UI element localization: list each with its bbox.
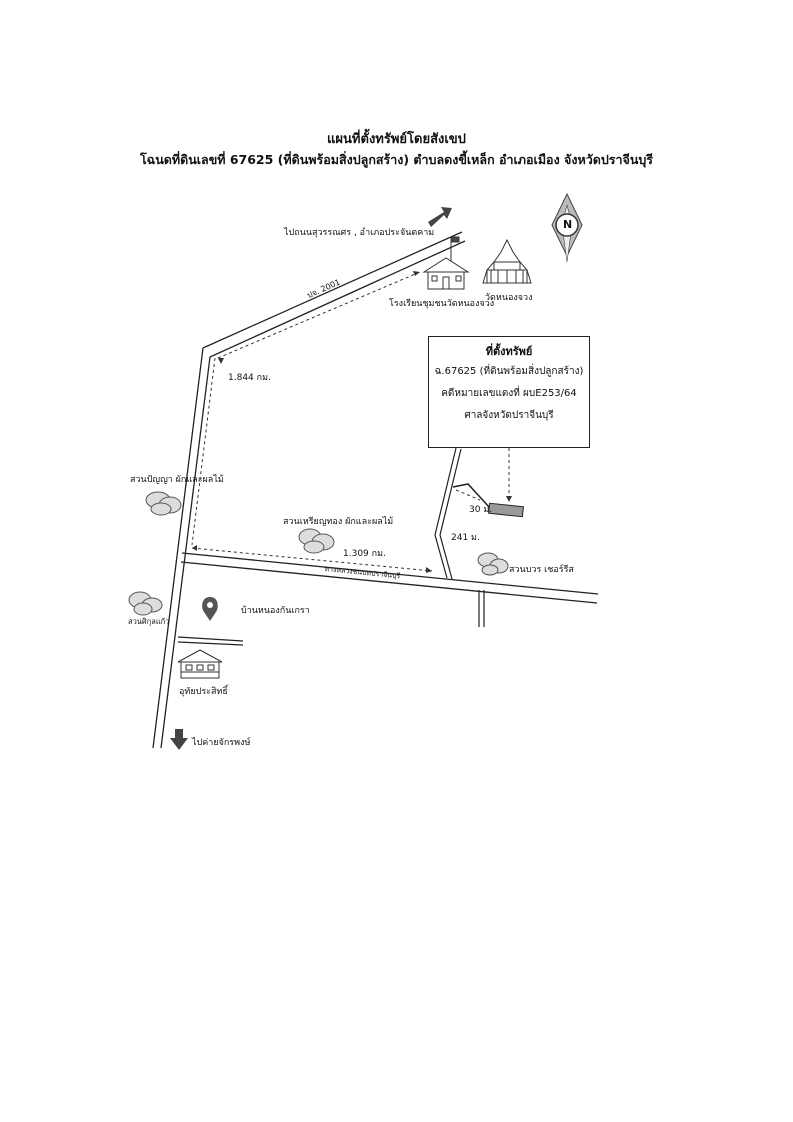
road-west xyxy=(152,347,211,749)
garden-icon-4 xyxy=(128,591,163,616)
distance-line-3 xyxy=(455,489,481,501)
temple-icon xyxy=(482,238,532,284)
distance-label-3: 241 ม. xyxy=(451,533,480,543)
arrow-heads xyxy=(192,271,512,573)
temple-label: วัดหนองจวง xyxy=(485,293,533,303)
route-top-label: ไปถนนสุวรรณศร , อำเภอประจันตคาม xyxy=(284,228,435,238)
distance-line-top xyxy=(217,271,421,359)
distance-line-1 xyxy=(191,357,216,546)
garden-icon-1 xyxy=(145,491,182,516)
side-road-south xyxy=(478,590,485,627)
road-bottom xyxy=(180,552,599,604)
route-arrow-bottom-icon xyxy=(170,729,188,750)
property-info-box: ที่ตั้งทรัพย์ ฉ.67625 (ที่ดินพร้อมสิ่งปล… xyxy=(428,336,590,448)
distance-line-2 xyxy=(191,547,433,572)
garden-label-3: สวนบวร เชอร์รีส xyxy=(509,565,574,575)
route-bottom-label: ไปค่ายจักรพงษ์ xyxy=(192,738,251,748)
property-case-number: คดีหมายเลขแดงที่ ผบE253/64 xyxy=(441,388,577,399)
garden-icon-2 xyxy=(298,528,335,554)
map-subtitle: โฉนดที่ดินเลขที่ 67625 (ที่ดินพร้อมสิ่งป… xyxy=(139,152,654,167)
side-road-property xyxy=(434,447,462,580)
garden-label-1: สวนปัญญา ผักและผลไม้ xyxy=(130,475,224,485)
map-title: แผนที่ตั้งทรัพย์โดยสังเขป xyxy=(327,132,466,147)
village-label: บ้านหนองกันเกรา xyxy=(241,606,310,616)
property-heading: ที่ตั้งทรัพย์ xyxy=(485,345,533,358)
school-label: โรงเรียนชุมชนวัดหนองจวง xyxy=(389,299,495,309)
distance-label-4: 30 ม. xyxy=(469,505,493,515)
distance-label-1: 1.844 กม. xyxy=(228,373,271,383)
distance-label-2: 1.309 กม. xyxy=(343,549,386,559)
house-label: อุทัยประสิทธิ์ xyxy=(179,687,228,697)
property-court: ศาลจังหวัดปราจีนบุรี xyxy=(464,410,554,421)
location-pin-icon xyxy=(202,597,218,621)
compass-icon xyxy=(551,192,583,263)
side-road-village xyxy=(177,636,244,646)
house-icon xyxy=(177,649,223,679)
school-icon xyxy=(422,236,470,290)
property-plot xyxy=(488,502,524,518)
road-top xyxy=(202,231,466,358)
compass-letter: N xyxy=(563,218,573,231)
garden-label-2: สวนเหรียญทอง ผักและผลไม้ xyxy=(283,517,394,527)
route-arrow-top-icon xyxy=(428,207,452,227)
property-access-road xyxy=(452,483,491,509)
garden-icon-3 xyxy=(477,552,509,576)
property-deed: ฉ.67625 (ที่ดินพร้อมสิ่งปลูกสร้าง) xyxy=(434,366,584,377)
garden-label-4: สวนศิกุลแก้ว xyxy=(128,617,170,626)
